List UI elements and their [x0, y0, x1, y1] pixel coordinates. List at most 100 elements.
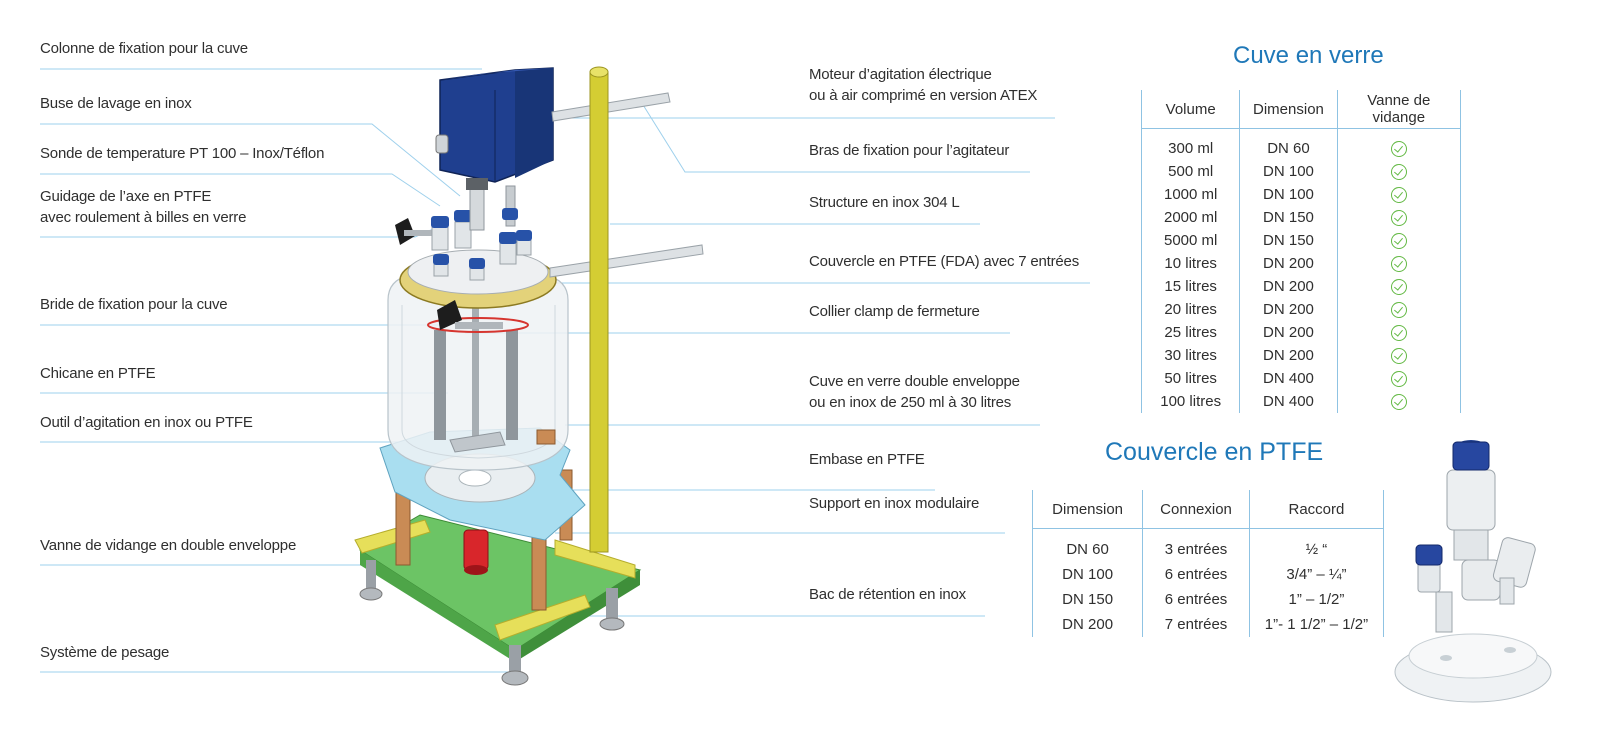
- label-bras-fixation: Bras de fixation pour l’agitateur: [809, 142, 1010, 159]
- cell-volume: 5000 ml: [1140, 229, 1240, 252]
- cell-dimension: DN 200: [1239, 298, 1338, 321]
- ptfe-lid-detail: [1394, 440, 1552, 703]
- label-buse-lavage: Buse de lavage en inox: [40, 95, 192, 112]
- leader-lines-left: [40, 68, 515, 673]
- label-colonne-fixation: Colonne de fixation pour la cuve: [40, 40, 248, 57]
- label-cuve-verre: Cuve en verre double enveloppe: [809, 373, 1020, 390]
- cell-volume: 1000 ml: [1140, 183, 1240, 206]
- check-circle-icon: [1390, 279, 1407, 296]
- cell-dimension: DN 200: [1239, 275, 1338, 298]
- check-circle-icon: [1390, 233, 1407, 250]
- label-embase-ptfe: Embase en PTFE: [809, 451, 925, 468]
- check-circle-icon: [1390, 348, 1407, 365]
- label-cuve-verre-line2: ou en inox de 250 ml à 30 litres: [809, 394, 1012, 411]
- cell-vanne: [1336, 390, 1462, 413]
- cell-dimension: DN 150: [1239, 229, 1338, 252]
- cell-dimension: DN 200: [1239, 344, 1338, 367]
- check-circle-icon: [1390, 210, 1407, 227]
- support-column: [589, 66, 609, 553]
- check-circle-icon: [1390, 141, 1407, 158]
- label-guidage-axe: Guidage de l’axe en PTFE: [40, 188, 212, 205]
- cell-raccord: 1”- 1 1/2” – 1/2”: [1248, 612, 1385, 637]
- label-systeme-pesage: Système de pesage: [40, 644, 170, 661]
- cell-vanne: [1336, 229, 1462, 252]
- cell-dimension: DN 200: [1239, 321, 1338, 344]
- label-guidage-axe-line2: avec roulement à billes en verre: [40, 209, 247, 226]
- header-raccord: Raccord: [1248, 490, 1385, 529]
- cell-connexion: 6 entrées: [1142, 562, 1250, 587]
- cell-vanne: [1336, 206, 1462, 229]
- cell-dimension: DN 150: [1239, 206, 1338, 229]
- cell-dimension: DN 100: [1031, 562, 1143, 587]
- cell-volume: 20 litres: [1140, 298, 1240, 321]
- cell-vanne: [1336, 344, 1462, 367]
- label-couvercle-ptfe: Couvercle en PTFE (FDA) avec 7 entrées: [809, 253, 1080, 270]
- cell-volume: 25 litres: [1140, 321, 1240, 344]
- cell-volume: 2000 ml: [1140, 206, 1240, 229]
- check-circle-icon: [1390, 187, 1407, 204]
- fixation-arms: [549, 92, 704, 278]
- cuve-spec-table: Volume Dimension Vanne de vidange 300 ml…: [1140, 90, 1462, 413]
- cell-vanne: [1336, 298, 1462, 321]
- cuve-table-header-row: Volume Dimension Vanne de vidange: [1140, 90, 1462, 129]
- label-collier-clamp: Collier clamp de fermeture: [809, 303, 980, 320]
- label-structure-inox: Structure en inox 304 L: [809, 194, 960, 211]
- label-bride-fixation: Bride de fixation pour la cuve: [40, 296, 228, 313]
- leader-lines-right: [465, 99, 1090, 617]
- cell-vanne: [1336, 252, 1462, 275]
- label-outil-agitation: Outil d’agitation en inox ou PTFE: [40, 414, 253, 431]
- cell-volume: 100 litres: [1140, 390, 1240, 413]
- cell-dimension: DN 400: [1239, 367, 1338, 390]
- cell-dimension: DN 60: [1239, 128, 1338, 160]
- couvercle-table-header-row: Dimension Connexion Raccord: [1031, 490, 1385, 529]
- cell-dimension: DN 60: [1031, 528, 1143, 562]
- cell-raccord: 3/4” – ¼”: [1248, 562, 1385, 587]
- check-circle-icon: [1390, 371, 1407, 388]
- cell-volume: 15 litres: [1140, 275, 1240, 298]
- cell-vanne: [1336, 321, 1462, 344]
- cell-dimension: DN 200: [1239, 252, 1338, 275]
- check-circle-icon: [1390, 302, 1407, 319]
- cell-volume: 500 ml: [1140, 160, 1240, 183]
- header-connexion: Connexion: [1142, 490, 1250, 529]
- check-circle-icon: [1390, 256, 1407, 273]
- cell-dimension: DN 150: [1031, 587, 1143, 612]
- cell-connexion: 3 entrées: [1142, 528, 1250, 562]
- cell-raccord: 1” – 1/2”: [1248, 587, 1385, 612]
- cell-volume: 10 litres: [1140, 252, 1240, 275]
- cell-connexion: 7 entrées: [1142, 612, 1250, 637]
- label-moteur-agitation-line2: ou à air comprimé en version ATEX: [809, 87, 1038, 104]
- check-circle-icon: [1390, 394, 1407, 411]
- lid-assembly: [395, 179, 557, 333]
- drain-valve: [463, 529, 489, 575]
- label-vanne-vidange: Vanne de vidange en double enveloppe: [40, 537, 297, 554]
- label-bac-retention: Bac de rétention en inox: [809, 586, 966, 603]
- label-sonde-temperature: Sonde de temperature PT 100 – Inox/Téflo…: [40, 145, 325, 162]
- cell-volume: 30 litres: [1140, 344, 1240, 367]
- cell-volume: 50 litres: [1140, 367, 1240, 390]
- cell-dimension: DN 400: [1239, 390, 1338, 413]
- label-moteur-agitation: Moteur d’agitation électrique: [809, 66, 992, 83]
- header-vanne: Vanne de vidange: [1336, 90, 1462, 129]
- label-chicane: Chicane en PTFE: [40, 365, 156, 382]
- header-dimension: Dimension: [1031, 490, 1143, 529]
- cuve-table-title: Cuve en verre: [1233, 42, 1384, 69]
- couvercle-table-title: Couvercle en PTFE: [1105, 438, 1324, 466]
- cell-dimension: DN 100: [1239, 183, 1338, 206]
- header-dimension: Dimension: [1239, 90, 1338, 129]
